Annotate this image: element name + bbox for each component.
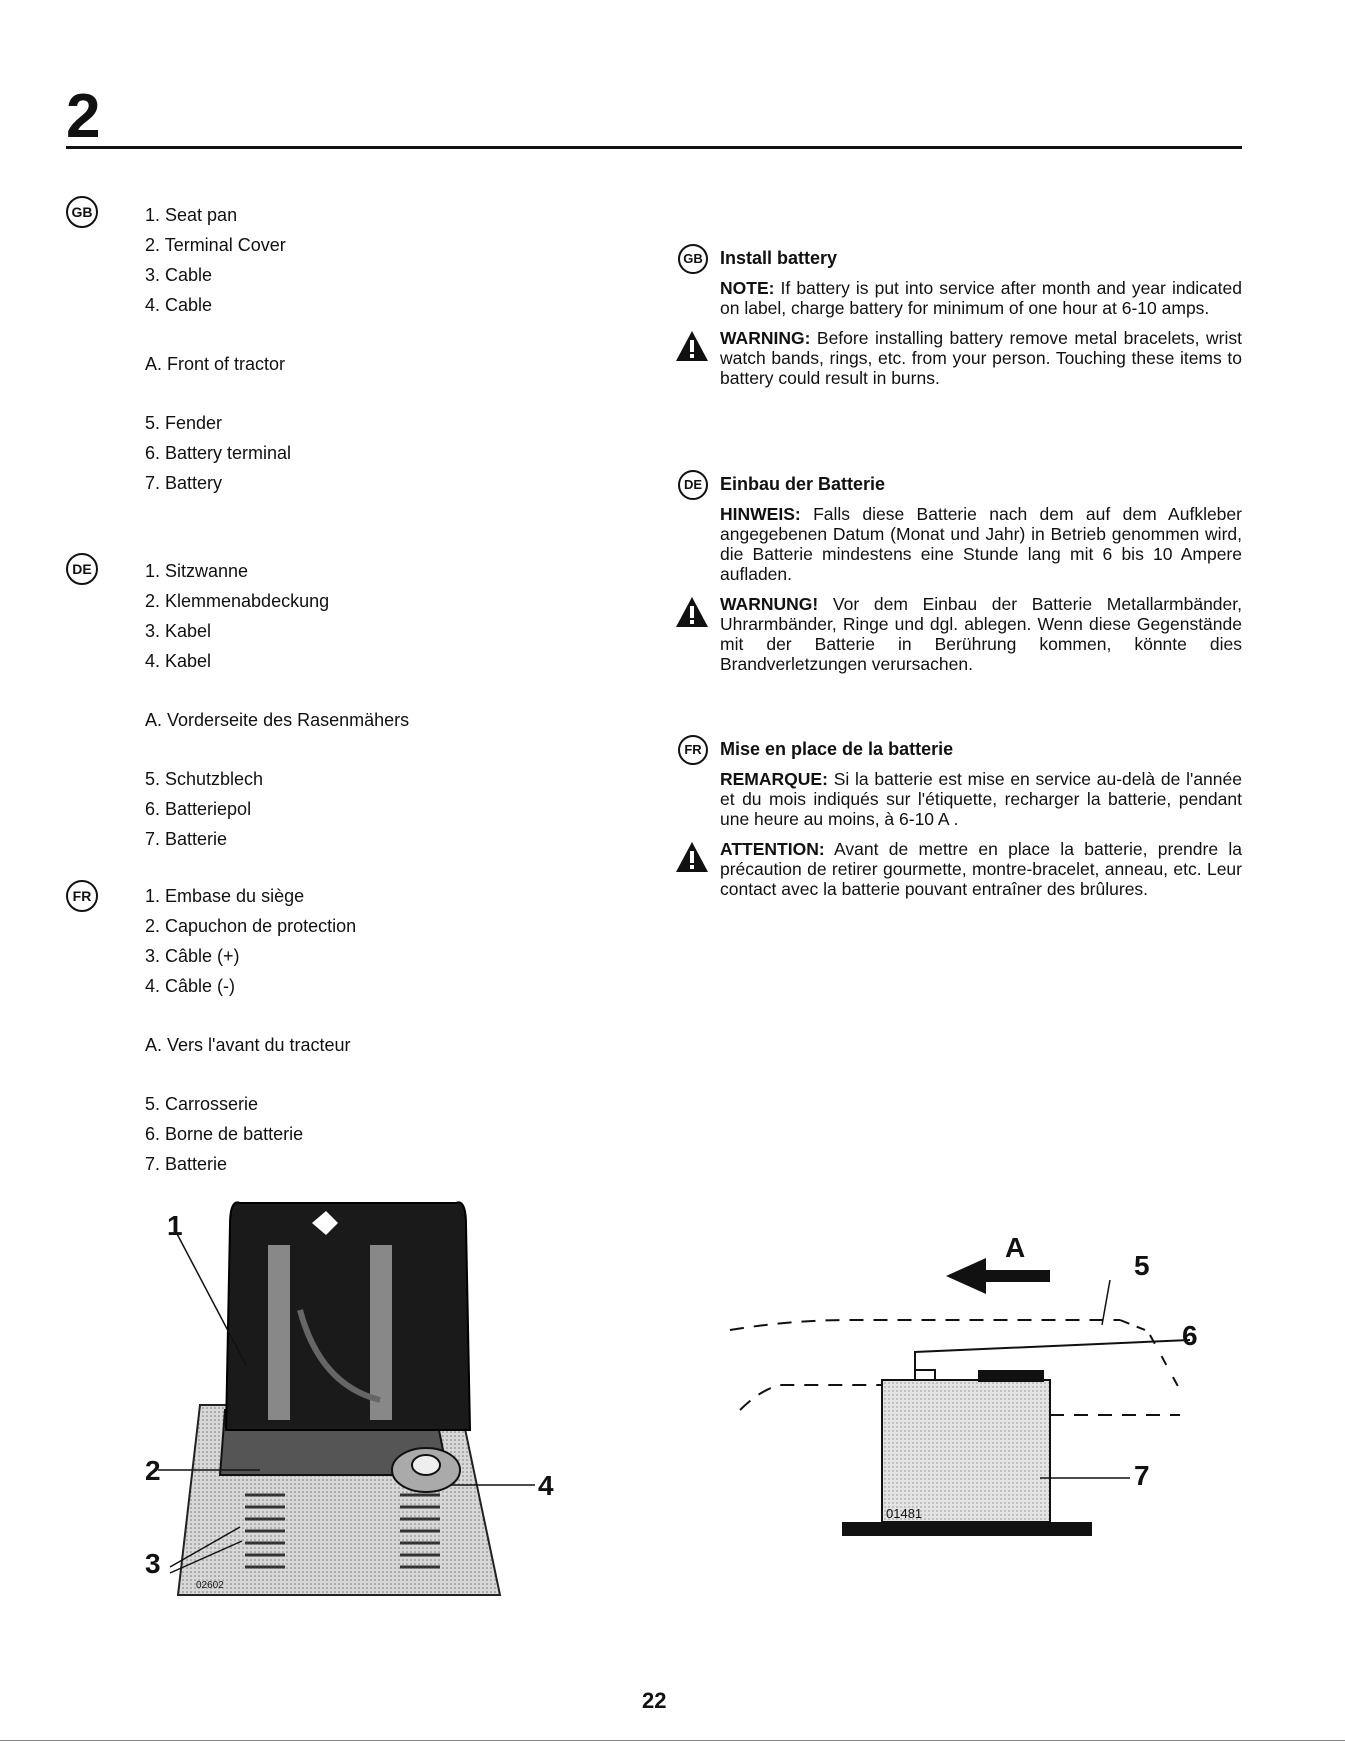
lang-badge-fr-legend: FR: [66, 880, 98, 912]
lang-badge-de-legend: DE: [66, 553, 98, 585]
warning-text: Before installing battery remove metal b…: [720, 328, 1242, 388]
note-text: Si la batterie est mise en service au-de…: [720, 769, 1242, 829]
lang-badge-fr: FR: [678, 735, 708, 765]
lang-badge-de: DE: [678, 470, 708, 500]
warning-text: Avant de mettre en place la batterie, pr…: [720, 839, 1242, 899]
instruction-de: DE Einbau der Batterie HINWEIS: Falls die…: [676, 470, 1242, 684]
note-paragraph: NOTE: If battery is put into service aft…: [720, 278, 1242, 318]
instruction-title: DE Einbau der Batterie: [678, 470, 1242, 500]
legend-item: 6. Batteriepol: [145, 799, 252, 819]
instruction-title-text: Install battery: [720, 247, 838, 268]
legend-item: 7. Battery: [145, 473, 223, 493]
legend-item: 2. Terminal Cover: [145, 235, 286, 255]
note-label: REMARQUE:: [720, 769, 828, 789]
callout-3: 3: [145, 1548, 161, 1579]
legend-de: 1. Sitzwanne 2. Klemmenabdeckung 3. Kabe…: [145, 556, 565, 854]
legend-item: 1. Seat pan: [145, 205, 238, 225]
bottom-rule: [0, 1740, 1345, 1741]
note-text: Falls diese Batterie nach dem auf dem Au…: [720, 504, 1242, 584]
warning-label: WARNING:: [720, 328, 811, 348]
legend-item: 3. Câble (+): [145, 946, 240, 966]
legend-item: 1. Sitzwanne: [145, 561, 249, 581]
legend-item: 6. Battery terminal: [145, 443, 292, 463]
callout-7: 7: [1134, 1460, 1150, 1491]
legend-item: 4. Cable: [145, 295, 213, 315]
figure-battery-diagram: 01481: [729, 1258, 1191, 1536]
legend-item: 6. Borne de batterie: [145, 1124, 304, 1144]
instruction-title: GB Install battery: [678, 244, 1242, 274]
instruction-title: FR Mise en place de la batterie: [678, 735, 1242, 765]
legend-item: 7. Batterie: [145, 1154, 228, 1174]
note-label: HINWEIS:: [720, 504, 801, 524]
note-paragraph: HINWEIS: Falls diese Batterie nach dem a…: [720, 504, 1242, 584]
callout-1: 1: [167, 1210, 183, 1241]
note-label: NOTE:: [720, 278, 775, 298]
note-text: If battery is put into service after mon…: [720, 278, 1242, 318]
legend-item-a: A. Vers l'avant du tracteur: [145, 1035, 351, 1055]
callout-6: 6: [1182, 1320, 1198, 1351]
legend-item: 3. Kabel: [145, 621, 212, 641]
legend-item: 4. Kabel: [145, 651, 212, 671]
warning-icon: [676, 597, 708, 627]
legend-item: 5. Schutzblech: [145, 769, 264, 789]
legend-fr: 1. Embase du siège 2. Capuchon de protec…: [145, 881, 565, 1179]
warning-paragraph: ATTENTION: Avant de mettre en place la b…: [676, 839, 1242, 899]
warning-text: Vor dem Einbau der Batterie Metallarmbän…: [720, 594, 1242, 674]
figure-code: 02602: [196, 1580, 224, 1591]
callout-4: 4: [538, 1470, 554, 1501]
legend-item: 7. Batterie: [145, 829, 228, 849]
callout-2: 2: [145, 1455, 161, 1486]
instruction-title-text: Mise en place de la batterie: [720, 738, 954, 759]
instruction-title-text: Einbau der Batterie: [720, 473, 886, 494]
header-rule: [66, 146, 1242, 149]
legend-item-a: A. Front of tractor: [145, 354, 286, 374]
legend-item-a: A. Vorderseite des Rasenmähers: [145, 710, 410, 730]
legend-item: 5. Carrosserie: [145, 1094, 259, 1114]
warning-paragraph: WARNUNG! Vor dem Einbau der Batterie Met…: [676, 594, 1242, 674]
instruction-gb: GB Install battery NOTE: If battery is pu…: [676, 244, 1242, 398]
legend-item: 1. Embase du siège: [145, 886, 305, 906]
lang-badge-gb: GB: [678, 244, 708, 274]
legend-gb: 1. Seat pan 2. Terminal Cover 3. Cable 4…: [145, 200, 565, 498]
warning-label: WARNUNG!: [720, 594, 819, 614]
section-number: 2: [66, 82, 101, 151]
figure-code: 01481: [886, 1506, 922, 1521]
warning-paragraph: WARNING: Before installing battery remov…: [676, 328, 1242, 388]
front-arrow-icon: [946, 1258, 1050, 1294]
callout-a: A: [1005, 1232, 1026, 1263]
figure-seat-pan-illustration: 02602: [158, 1201, 535, 1596]
instruction-fr: FR Mise en place de la batterie REMARQUE:…: [676, 735, 1242, 909]
note-paragraph: REMARQUE: Si la batterie est mise en ser…: [720, 769, 1242, 829]
legend-item: 5. Fender: [145, 413, 223, 433]
legend-item: 3. Cable: [145, 265, 213, 285]
callout-5: 5: [1134, 1250, 1150, 1281]
legend-item: 4. Câble (-): [145, 976, 236, 996]
legend-item: 2. Klemmenabdeckung: [145, 591, 330, 611]
legend-item: 2. Capuchon de protection: [145, 916, 357, 936]
warning-icon: [676, 331, 708, 361]
warning-icon: [676, 842, 708, 872]
page-number: 22: [642, 1688, 667, 1713]
lang-badge-gb-legend: GB: [66, 196, 98, 228]
warning-label: ATTENTION:: [720, 839, 825, 859]
